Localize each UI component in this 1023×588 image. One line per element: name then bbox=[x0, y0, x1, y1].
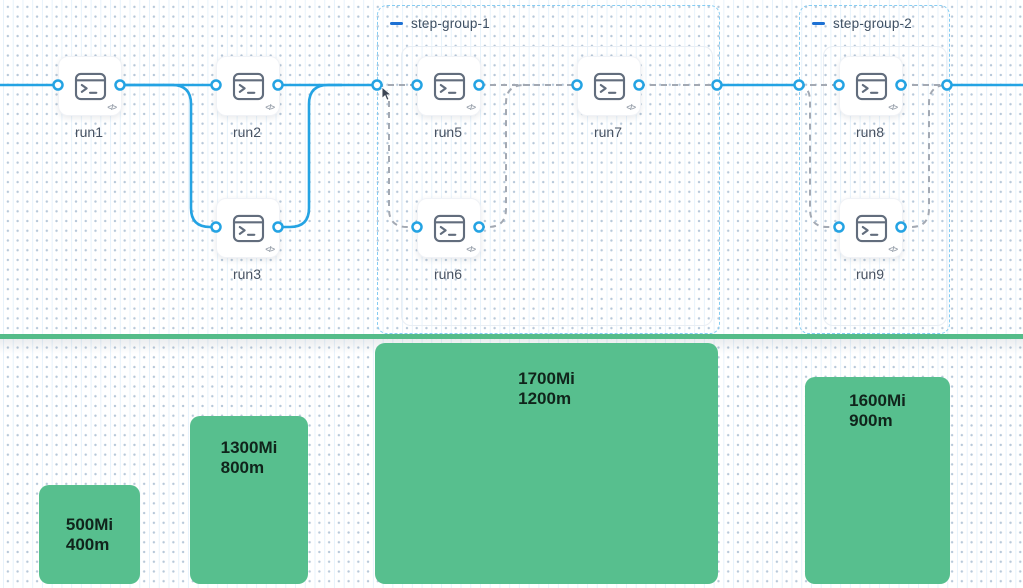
resource-bar-2: 1300Mi 800m bbox=[190, 416, 308, 584]
terminal-icon bbox=[74, 72, 106, 100]
port[interactable] bbox=[895, 79, 907, 91]
node-run7[interactable]: </> bbox=[577, 56, 641, 116]
port[interactable] bbox=[272, 221, 284, 233]
bar-memory: 1700Mi bbox=[518, 369, 575, 388]
edge-run9-merge bbox=[901, 84, 948, 228]
code-badge-icon: </> bbox=[466, 245, 476, 254]
bar-label: 1700Mi 1200m bbox=[518, 369, 575, 408]
bar-cpu: 900m bbox=[849, 410, 893, 430]
group-label: step-group-2 bbox=[833, 16, 912, 31]
step-group-1[interactable] bbox=[377, 5, 720, 334]
node-run9[interactable]: </> bbox=[839, 198, 903, 258]
port[interactable] bbox=[941, 79, 953, 91]
bar-label: 1600Mi 900m bbox=[849, 391, 906, 430]
node-run8[interactable]: </> bbox=[839, 56, 903, 116]
code-badge-icon: </> bbox=[265, 245, 275, 254]
port[interactable] bbox=[52, 79, 64, 91]
terminal-icon bbox=[433, 72, 465, 100]
terminal-icon bbox=[593, 72, 625, 100]
port[interactable] bbox=[833, 221, 845, 233]
node-label: run5 bbox=[433, 124, 463, 140]
step-group-2-header: step-group-2 bbox=[812, 16, 912, 31]
port[interactable] bbox=[272, 79, 284, 91]
node-label: run8 bbox=[855, 124, 885, 140]
port[interactable] bbox=[711, 79, 723, 91]
bar-memory: 1300Mi bbox=[220, 438, 278, 457]
collapse-icon[interactable] bbox=[390, 22, 403, 25]
resource-bar-1: 500Mi 400m bbox=[39, 485, 140, 584]
group-label: step-group-1 bbox=[411, 16, 490, 31]
bar-label: 1300Mi 800m bbox=[221, 438, 278, 477]
step-group-2[interactable] bbox=[799, 5, 950, 334]
code-badge-icon: </> bbox=[265, 103, 275, 112]
edge-group1-run6 bbox=[376, 84, 417, 228]
step-group-1-header: step-group-1 bbox=[390, 16, 490, 31]
code-badge-icon: </> bbox=[888, 103, 898, 112]
node-label: run9 bbox=[855, 266, 885, 282]
bar-label: 500Mi 400m bbox=[66, 515, 113, 554]
edge-run3-merge bbox=[278, 83, 342, 229]
edges-layer bbox=[0, 79, 1023, 233]
terminal-icon bbox=[855, 214, 887, 242]
bar-cpu: 800m bbox=[220, 457, 265, 477]
bar-memory: 500Mi bbox=[65, 515, 114, 534]
port[interactable] bbox=[210, 221, 222, 233]
node-run3[interactable]: </> bbox=[216, 198, 280, 258]
terminal-icon bbox=[232, 72, 264, 100]
code-badge-icon: </> bbox=[888, 245, 898, 254]
code-badge-icon: </> bbox=[626, 103, 636, 112]
port[interactable] bbox=[473, 221, 485, 233]
port[interactable] bbox=[571, 79, 583, 91]
edge-group2-run9 bbox=[798, 84, 839, 228]
mouse-cursor bbox=[381, 87, 393, 101]
terminal-icon bbox=[855, 72, 887, 100]
bar-cpu: 400m bbox=[65, 534, 110, 554]
edge-run1-run3 bbox=[120, 83, 216, 229]
bar-memory: 1600Mi bbox=[849, 391, 906, 410]
code-badge-icon: </> bbox=[107, 103, 117, 112]
resource-bar-3: 1700Mi 1200m bbox=[375, 343, 718, 584]
node-run6[interactable]: </> bbox=[417, 198, 481, 258]
step-group-1-inner bbox=[401, 46, 713, 326]
port[interactable] bbox=[411, 221, 423, 233]
port[interactable] bbox=[114, 79, 126, 91]
code-badge-icon: </> bbox=[466, 103, 476, 112]
terminal-icon bbox=[433, 214, 465, 242]
resource-divider-line bbox=[0, 334, 1023, 339]
port[interactable] bbox=[793, 79, 805, 91]
node-label: run7 bbox=[593, 124, 623, 140]
port[interactable] bbox=[473, 79, 485, 91]
port[interactable] bbox=[633, 79, 645, 91]
resource-bar-4: 1600Mi 900m bbox=[805, 377, 950, 584]
node-label: run3 bbox=[232, 266, 262, 282]
port[interactable] bbox=[411, 79, 423, 91]
port[interactable] bbox=[371, 79, 383, 91]
port[interactable] bbox=[895, 221, 907, 233]
node-label: run6 bbox=[433, 266, 463, 282]
node-run5[interactable]: </> bbox=[417, 56, 481, 116]
terminal-icon bbox=[232, 214, 264, 242]
bar-cpu: 1200m bbox=[518, 388, 572, 408]
step-group-2-inner bbox=[823, 46, 947, 326]
node-label: run2 bbox=[232, 124, 262, 140]
collapse-icon[interactable] bbox=[812, 22, 825, 25]
port[interactable] bbox=[833, 79, 845, 91]
node-label: run1 bbox=[74, 124, 104, 140]
edge-run6-merge bbox=[479, 84, 530, 228]
port[interactable] bbox=[210, 79, 222, 91]
